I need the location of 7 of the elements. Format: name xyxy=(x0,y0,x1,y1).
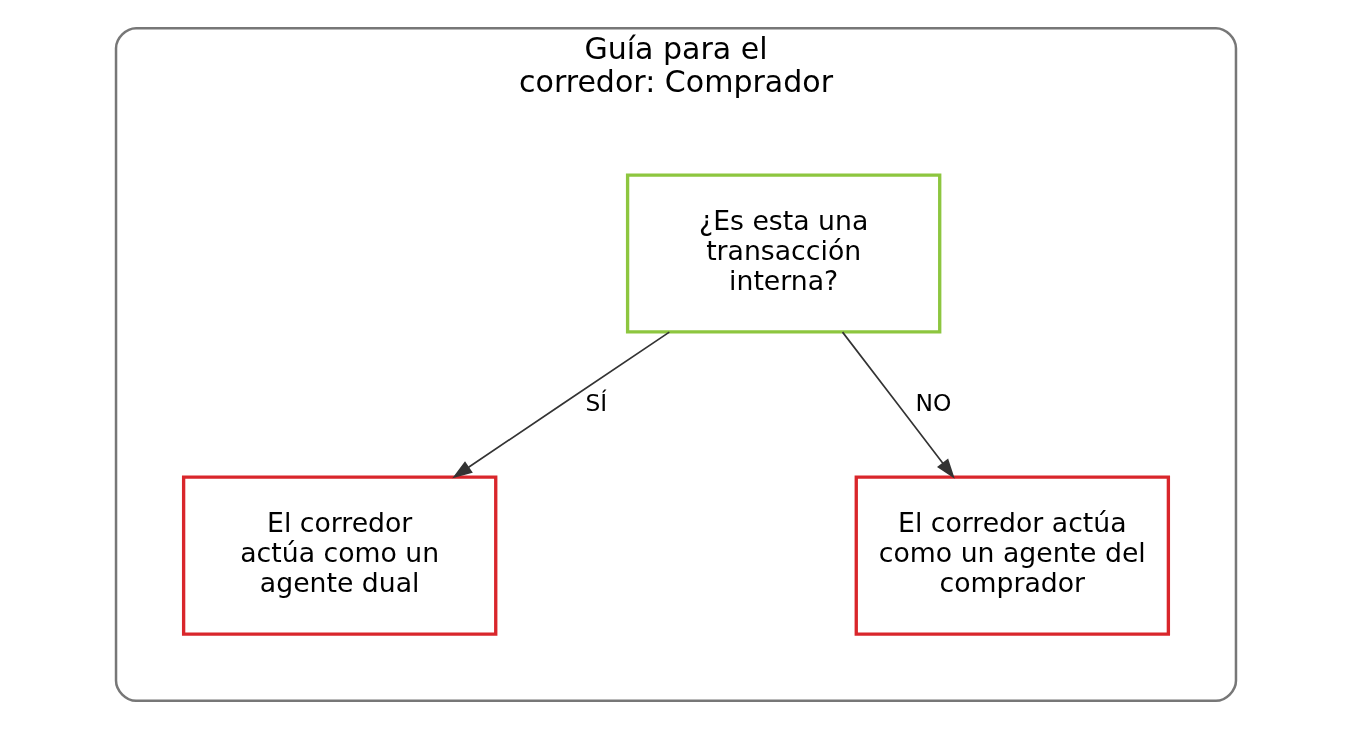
arrow xyxy=(841,331,955,479)
arrow xyxy=(452,331,671,479)
edge-label: NO xyxy=(915,388,952,417)
edge-label: SÍ xyxy=(585,388,608,417)
node-box: El corredor actúa como un agente del comprador xyxy=(854,475,1171,636)
node-box: ¿Es esta una transacción interna? xyxy=(625,173,942,334)
node-box: El corredor actúa como un agente dual xyxy=(181,475,498,636)
